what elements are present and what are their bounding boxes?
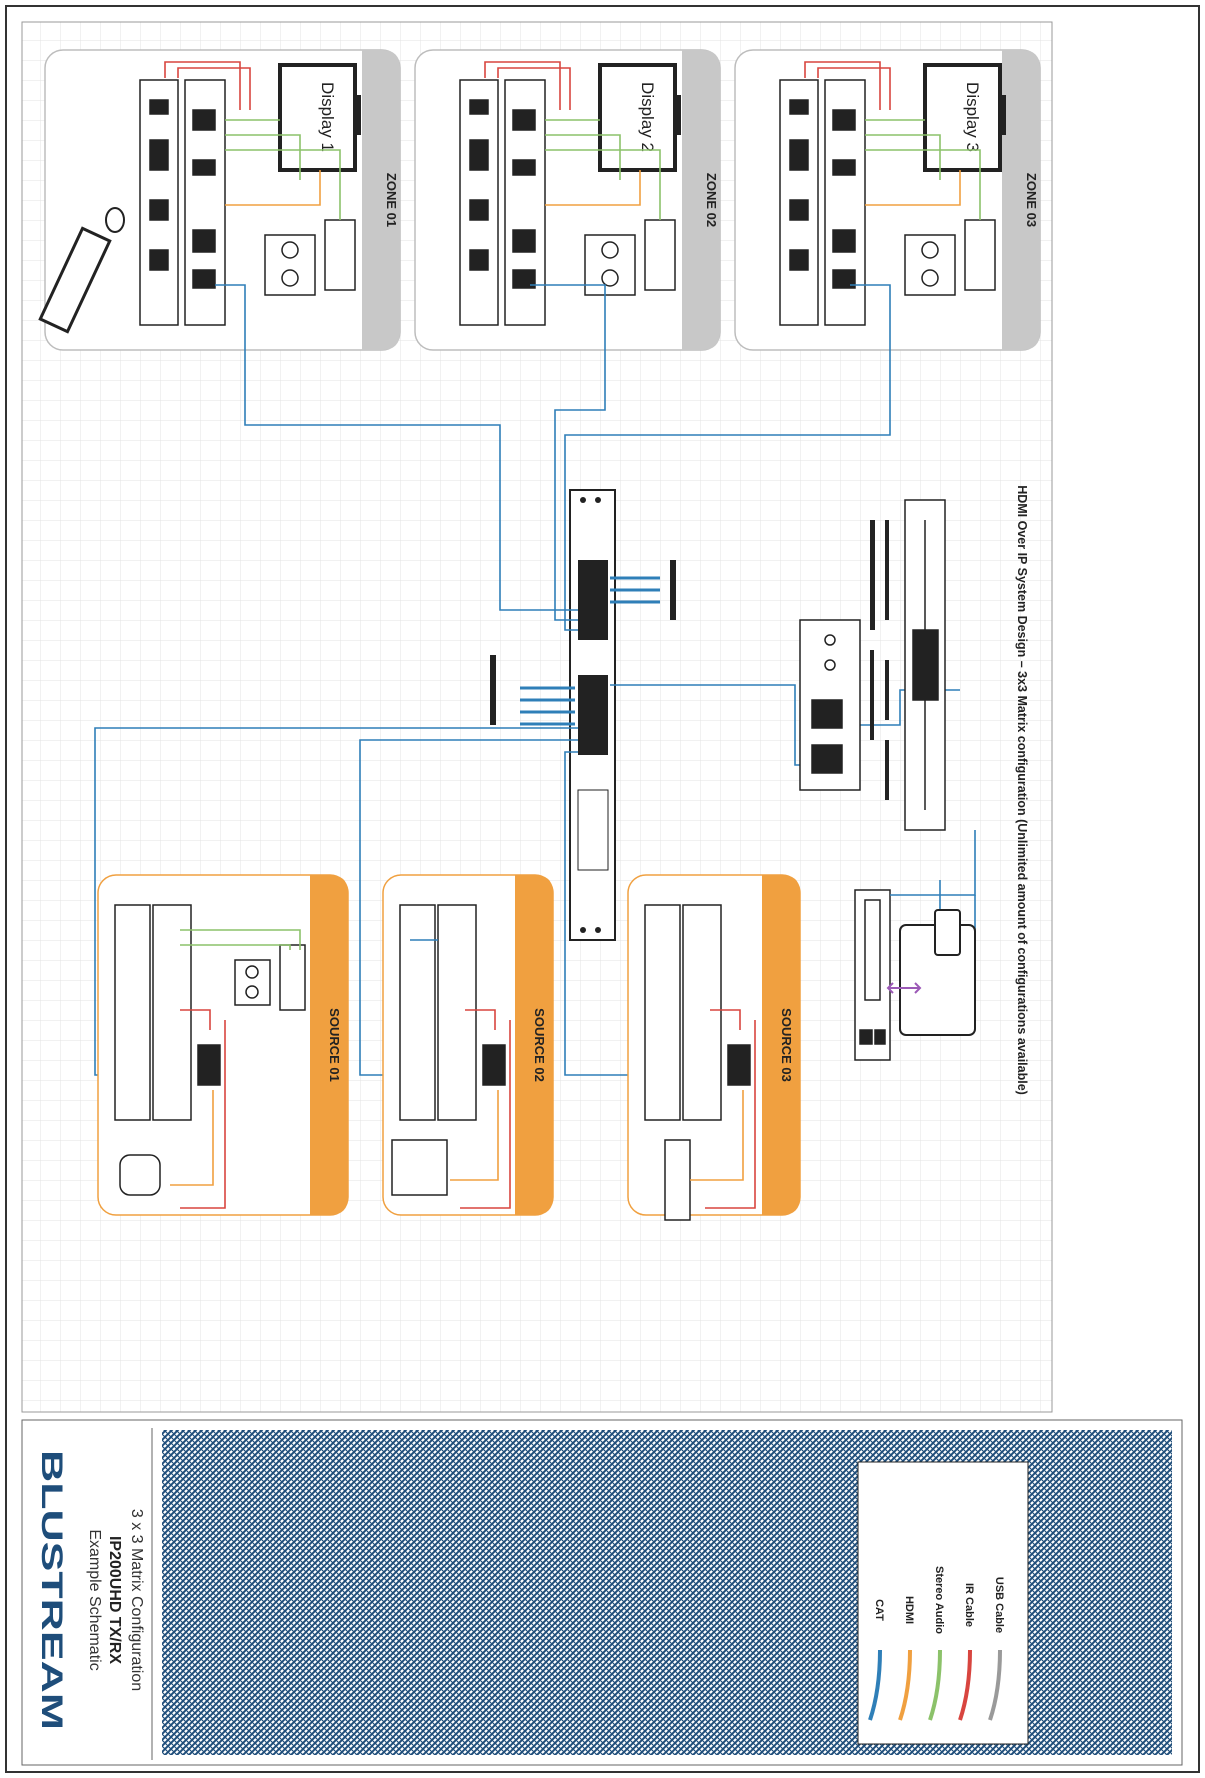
legend-label-audio: Stereo Audio [933, 1566, 945, 1634]
rack-unit [905, 500, 945, 830]
source-label-01: SOURCE 01 [327, 1008, 342, 1082]
model-title: IP200UHD TX/RX [106, 1536, 123, 1664]
diagram-caption: HDMI Over IP System Design – 3x3 Matrix … [1015, 485, 1029, 1095]
network-switch [570, 490, 615, 940]
control-processor [800, 620, 860, 790]
zone-label-02: ZONE 02 [704, 173, 719, 227]
zone-label-01: ZONE 01 [384, 173, 399, 227]
brand-logo: BLUSTREAM [35, 1450, 68, 1730]
tablet-icon [900, 910, 975, 1035]
display-label-2: Display 2 [638, 82, 657, 152]
legend-label-cat: CAT [873, 1599, 885, 1621]
display-label-3: Display 3 [963, 82, 982, 152]
source-label-02: SOURCE 02 [532, 1008, 547, 1082]
legend-label-usb: USB Cable [993, 1577, 1005, 1633]
mouse-icon [106, 208, 124, 232]
control-keypad [855, 890, 890, 1060]
legend-label-ir: IR Cable [963, 1583, 975, 1627]
schematic-heading: Example Schematic [86, 1529, 103, 1670]
zone-label-03: ZONE 03 [1024, 173, 1039, 227]
legend-label-hdmi: HDMI [903, 1596, 915, 1624]
config-title: 3 x 3 Matrix Configuration [128, 1509, 145, 1691]
display-label-1: Display 1 [318, 82, 337, 152]
source-label-03: SOURCE 03 [779, 1008, 794, 1082]
